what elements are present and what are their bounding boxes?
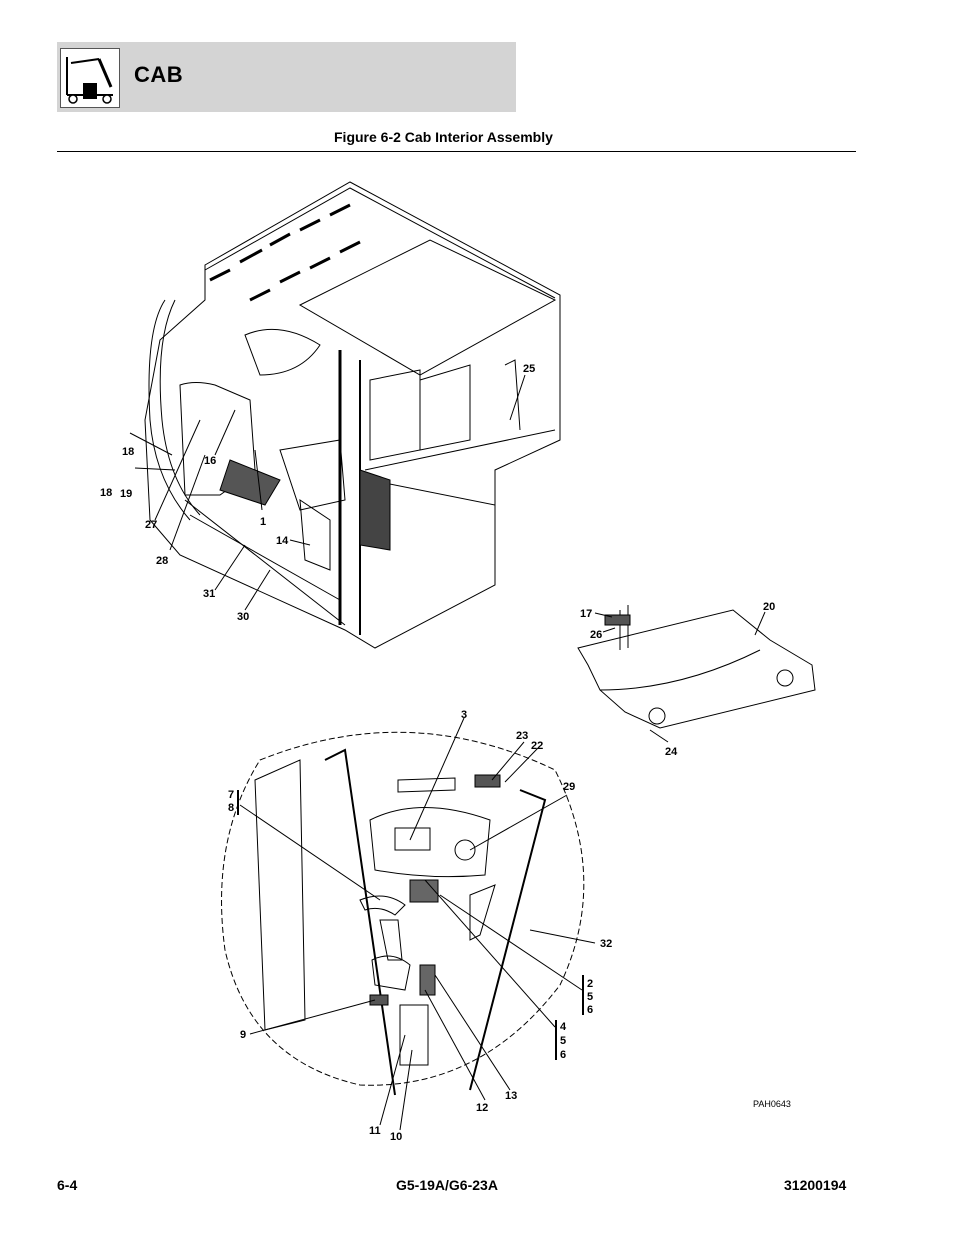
callout-14: 14 xyxy=(276,535,289,547)
callout-22: 22 xyxy=(531,740,543,752)
callout-12: 12 xyxy=(476,1102,488,1114)
callout-13: 13 xyxy=(505,1090,517,1102)
callout-11: 11 xyxy=(369,1125,381,1137)
header-band xyxy=(57,42,516,112)
callout-16: 16 xyxy=(204,455,216,467)
callout-31: 31 xyxy=(203,588,215,600)
callout-2: 2 xyxy=(587,978,593,990)
document-number: 31200194 xyxy=(784,1177,847,1193)
callout-32: 32 xyxy=(600,938,612,950)
callout-10: 10 xyxy=(390,1131,402,1143)
callout-9: 9 xyxy=(240,1029,246,1041)
callout-3: 3 xyxy=(461,709,467,721)
figure-title: Figure 6-2 Cab Interior Assembly xyxy=(334,129,553,145)
model-number: G5-19A/G6-23A xyxy=(396,1177,498,1193)
callout-25: 25 xyxy=(523,363,535,375)
callout-1: 1 xyxy=(260,516,266,528)
header-rule xyxy=(57,151,856,152)
callout-20: 20 xyxy=(763,601,775,613)
callout-29: 29 xyxy=(563,781,575,793)
callout-labels: 1 2 5 6 3 4 5 6 7 8 9 10 11 12 13 14 16 … xyxy=(100,363,791,1143)
drawing-code: PAH0643 xyxy=(753,1099,791,1109)
callout-24: 24 xyxy=(665,746,678,758)
callout-17: 17 xyxy=(580,608,592,620)
page-number: 6-4 xyxy=(57,1177,78,1193)
telehandler-logo-icon xyxy=(60,48,120,108)
callout-4: 4 xyxy=(560,1021,567,1033)
callout-8: 8 xyxy=(228,802,234,814)
callout-19: 19 xyxy=(120,488,132,500)
section-title: CAB xyxy=(134,62,184,87)
callout-7: 7 xyxy=(228,789,234,801)
callout-28: 28 xyxy=(156,555,168,567)
callout-30: 30 xyxy=(237,611,249,623)
callout-26: 26 xyxy=(590,629,602,641)
callout-18a: 18 xyxy=(122,446,134,458)
callout-5b: 5 xyxy=(560,1035,566,1047)
callout-27: 27 xyxy=(145,519,157,531)
callout-5a: 5 xyxy=(587,991,593,1003)
callout-23: 23 xyxy=(516,730,528,742)
callout-18b: 18 xyxy=(100,487,112,499)
callout-6a: 6 xyxy=(587,1004,593,1016)
callout-6b: 6 xyxy=(560,1049,566,1061)
